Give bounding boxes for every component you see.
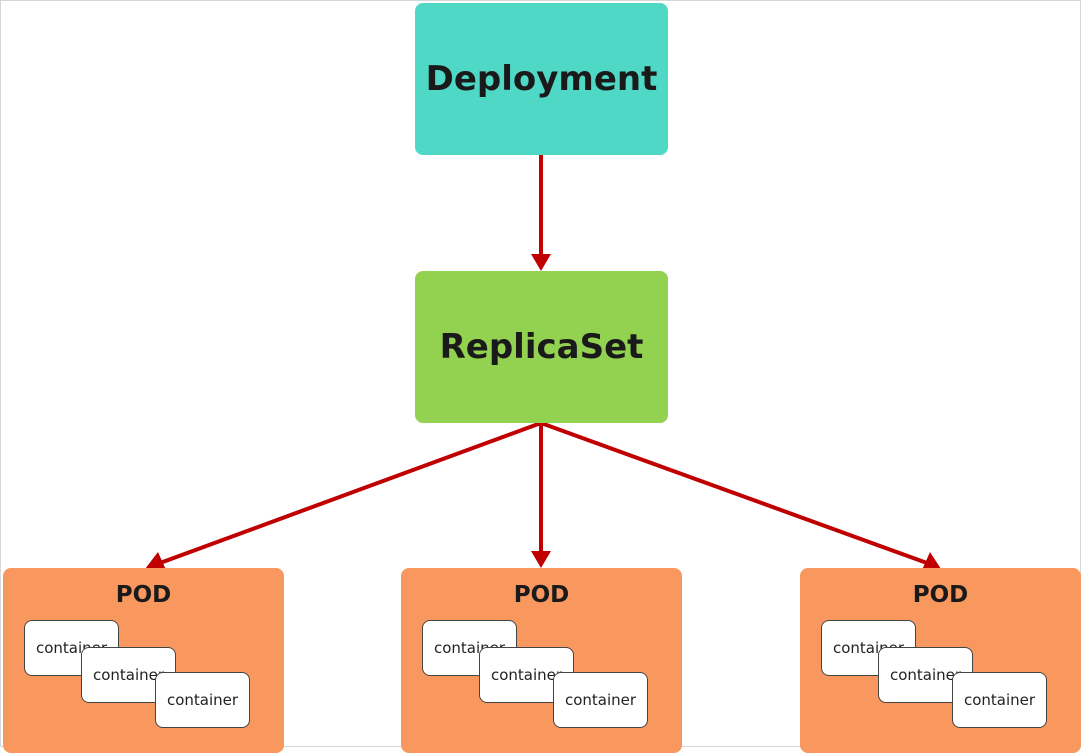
arrowhead-replicaset-to-pod-left: [145, 552, 166, 570]
pod-title: POD: [912, 582, 969, 608]
pod-title: POD: [115, 582, 172, 608]
deployment-node: Deployment: [415, 3, 668, 155]
arrowhead-replicaset-to-pod-center: [531, 551, 551, 568]
pod-node-left: POD container container container: [3, 568, 284, 753]
pod-node-center: POD container container container: [401, 568, 682, 753]
replicaset-node: ReplicaSet: [415, 271, 668, 423]
replicaset-label: ReplicaSet: [439, 327, 644, 367]
deployment-label: Deployment: [425, 59, 658, 99]
container-box: container: [952, 672, 1047, 728]
pod-node-right: POD container container container: [800, 568, 1081, 753]
pod-title: POD: [513, 582, 570, 608]
arrowhead-replicaset-to-pod-right: [922, 552, 941, 570]
arrow-replicaset-to-pod-right: [540, 421, 928, 565]
arrow-replicaset-to-pod-left: [159, 421, 542, 565]
container-box: container: [553, 672, 648, 728]
container-box: container: [155, 672, 250, 728]
arrowhead-deployment-to-replicaset: [531, 254, 551, 271]
